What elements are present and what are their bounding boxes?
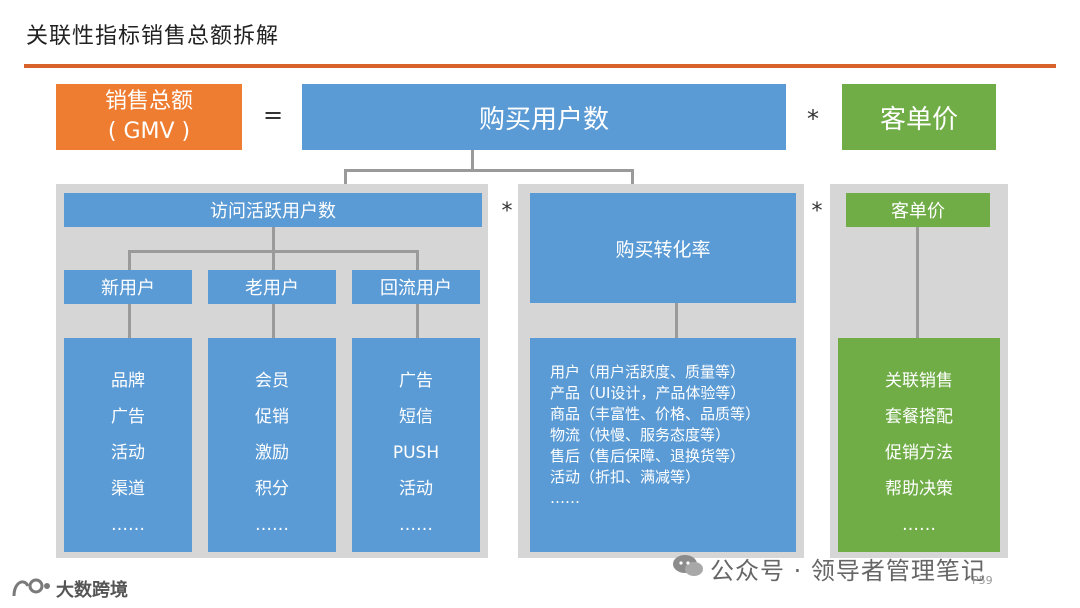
list-item: …… [111, 515, 145, 535]
list-item: …… [399, 515, 433, 535]
list-item: 渠道 [111, 479, 145, 499]
visits-header: 访问活跃用户数 [64, 193, 482, 227]
list-item: 商品（丰富性、价格、品质等） [550, 405, 761, 423]
brand-watermark: 大数跨境 [56, 580, 128, 601]
list-item: 激励 [255, 443, 289, 463]
list-item: 积分 [255, 479, 289, 499]
list-item: 关联销售 [885, 371, 953, 391]
list-item: 活动 [399, 479, 433, 499]
segment-reactivated-users: 回流用户 [352, 270, 480, 304]
list-item: 广告 [399, 371, 433, 391]
connector [416, 304, 419, 338]
conversion-drivers: 用户（用户活跃度、质量等） 产品（UI设计，产品体验等） 商品（丰富性、价格、品… [530, 338, 796, 552]
connector [675, 303, 678, 338]
conversion-header: 购买转化率 [530, 193, 796, 303]
watermark-text: 公众号 · 领导者管理笔记 [710, 557, 986, 585]
connector [916, 227, 919, 338]
gmv-label: 销售总额 [104, 89, 193, 114]
list-item: 帮助决策 [885, 479, 953, 499]
aov-header: 客单价 [846, 193, 990, 227]
list-item: 套餐搭配 [885, 407, 953, 427]
reactivated-users-drivers: 广告 短信 PUSH 活动 …… [352, 338, 480, 552]
connector [128, 250, 131, 270]
gmv-box: 销售总额 ( GMV ) [56, 84, 242, 150]
connector [344, 169, 634, 172]
segment-new-users: 新用户 [64, 270, 192, 304]
aov-box: 客单价 [842, 84, 996, 150]
connector [272, 227, 275, 251]
buyers-box: 购买用户数 [302, 84, 786, 150]
connector [344, 169, 347, 193]
connector [272, 304, 275, 338]
page-title: 关联性指标销售总额拆解 [26, 24, 280, 49]
multiply-sign-top: * [807, 105, 819, 133]
list-item: 活动（折扣、满减等） [550, 468, 701, 486]
returning-users-drivers: 会员 促销 激励 积分 …… [208, 338, 336, 552]
brand-logo-icon [10, 574, 52, 602]
page-number: P59 [972, 574, 993, 587]
list-item: 活动 [111, 443, 145, 463]
list-item: 产品（UI设计，产品体验等） [550, 384, 746, 402]
list-item: 广告 [111, 407, 145, 427]
new-users-drivers: 品牌 广告 活动 渠道 …… [64, 338, 192, 552]
title-divider [24, 64, 1056, 68]
gmv-abbrev: ( GMV ) [107, 119, 191, 144]
list-item: …… [902, 515, 936, 535]
segment-returning-users: 老用户 [208, 270, 336, 304]
equals-sign: = [262, 101, 284, 129]
wechat-icon [672, 554, 704, 578]
list-item: 短信 [399, 407, 433, 427]
list-item: 品牌 [111, 371, 145, 391]
connector [128, 304, 131, 338]
list-item: PUSH [392, 443, 440, 463]
multiply-sign: * [811, 198, 823, 224]
multiply-sign: * [501, 198, 513, 224]
list-item: 促销方法 [885, 443, 953, 463]
connector [471, 150, 474, 170]
list-item: 物流（快慢、服务态度等） [550, 426, 731, 444]
connector [272, 250, 275, 270]
list-item: …… [550, 489, 580, 507]
list-item: …… [255, 515, 289, 535]
connector [631, 169, 634, 193]
list-item: 售后（售后保障、退换货等） [550, 447, 746, 465]
aov-drivers: 关联销售 套餐搭配 促销方法 帮助决策 …… [838, 338, 1000, 552]
list-item: 会员 [255, 371, 289, 391]
connector [416, 250, 419, 270]
list-item: 用户（用户活跃度、质量等） [550, 363, 746, 381]
list-item: 促销 [255, 407, 289, 427]
